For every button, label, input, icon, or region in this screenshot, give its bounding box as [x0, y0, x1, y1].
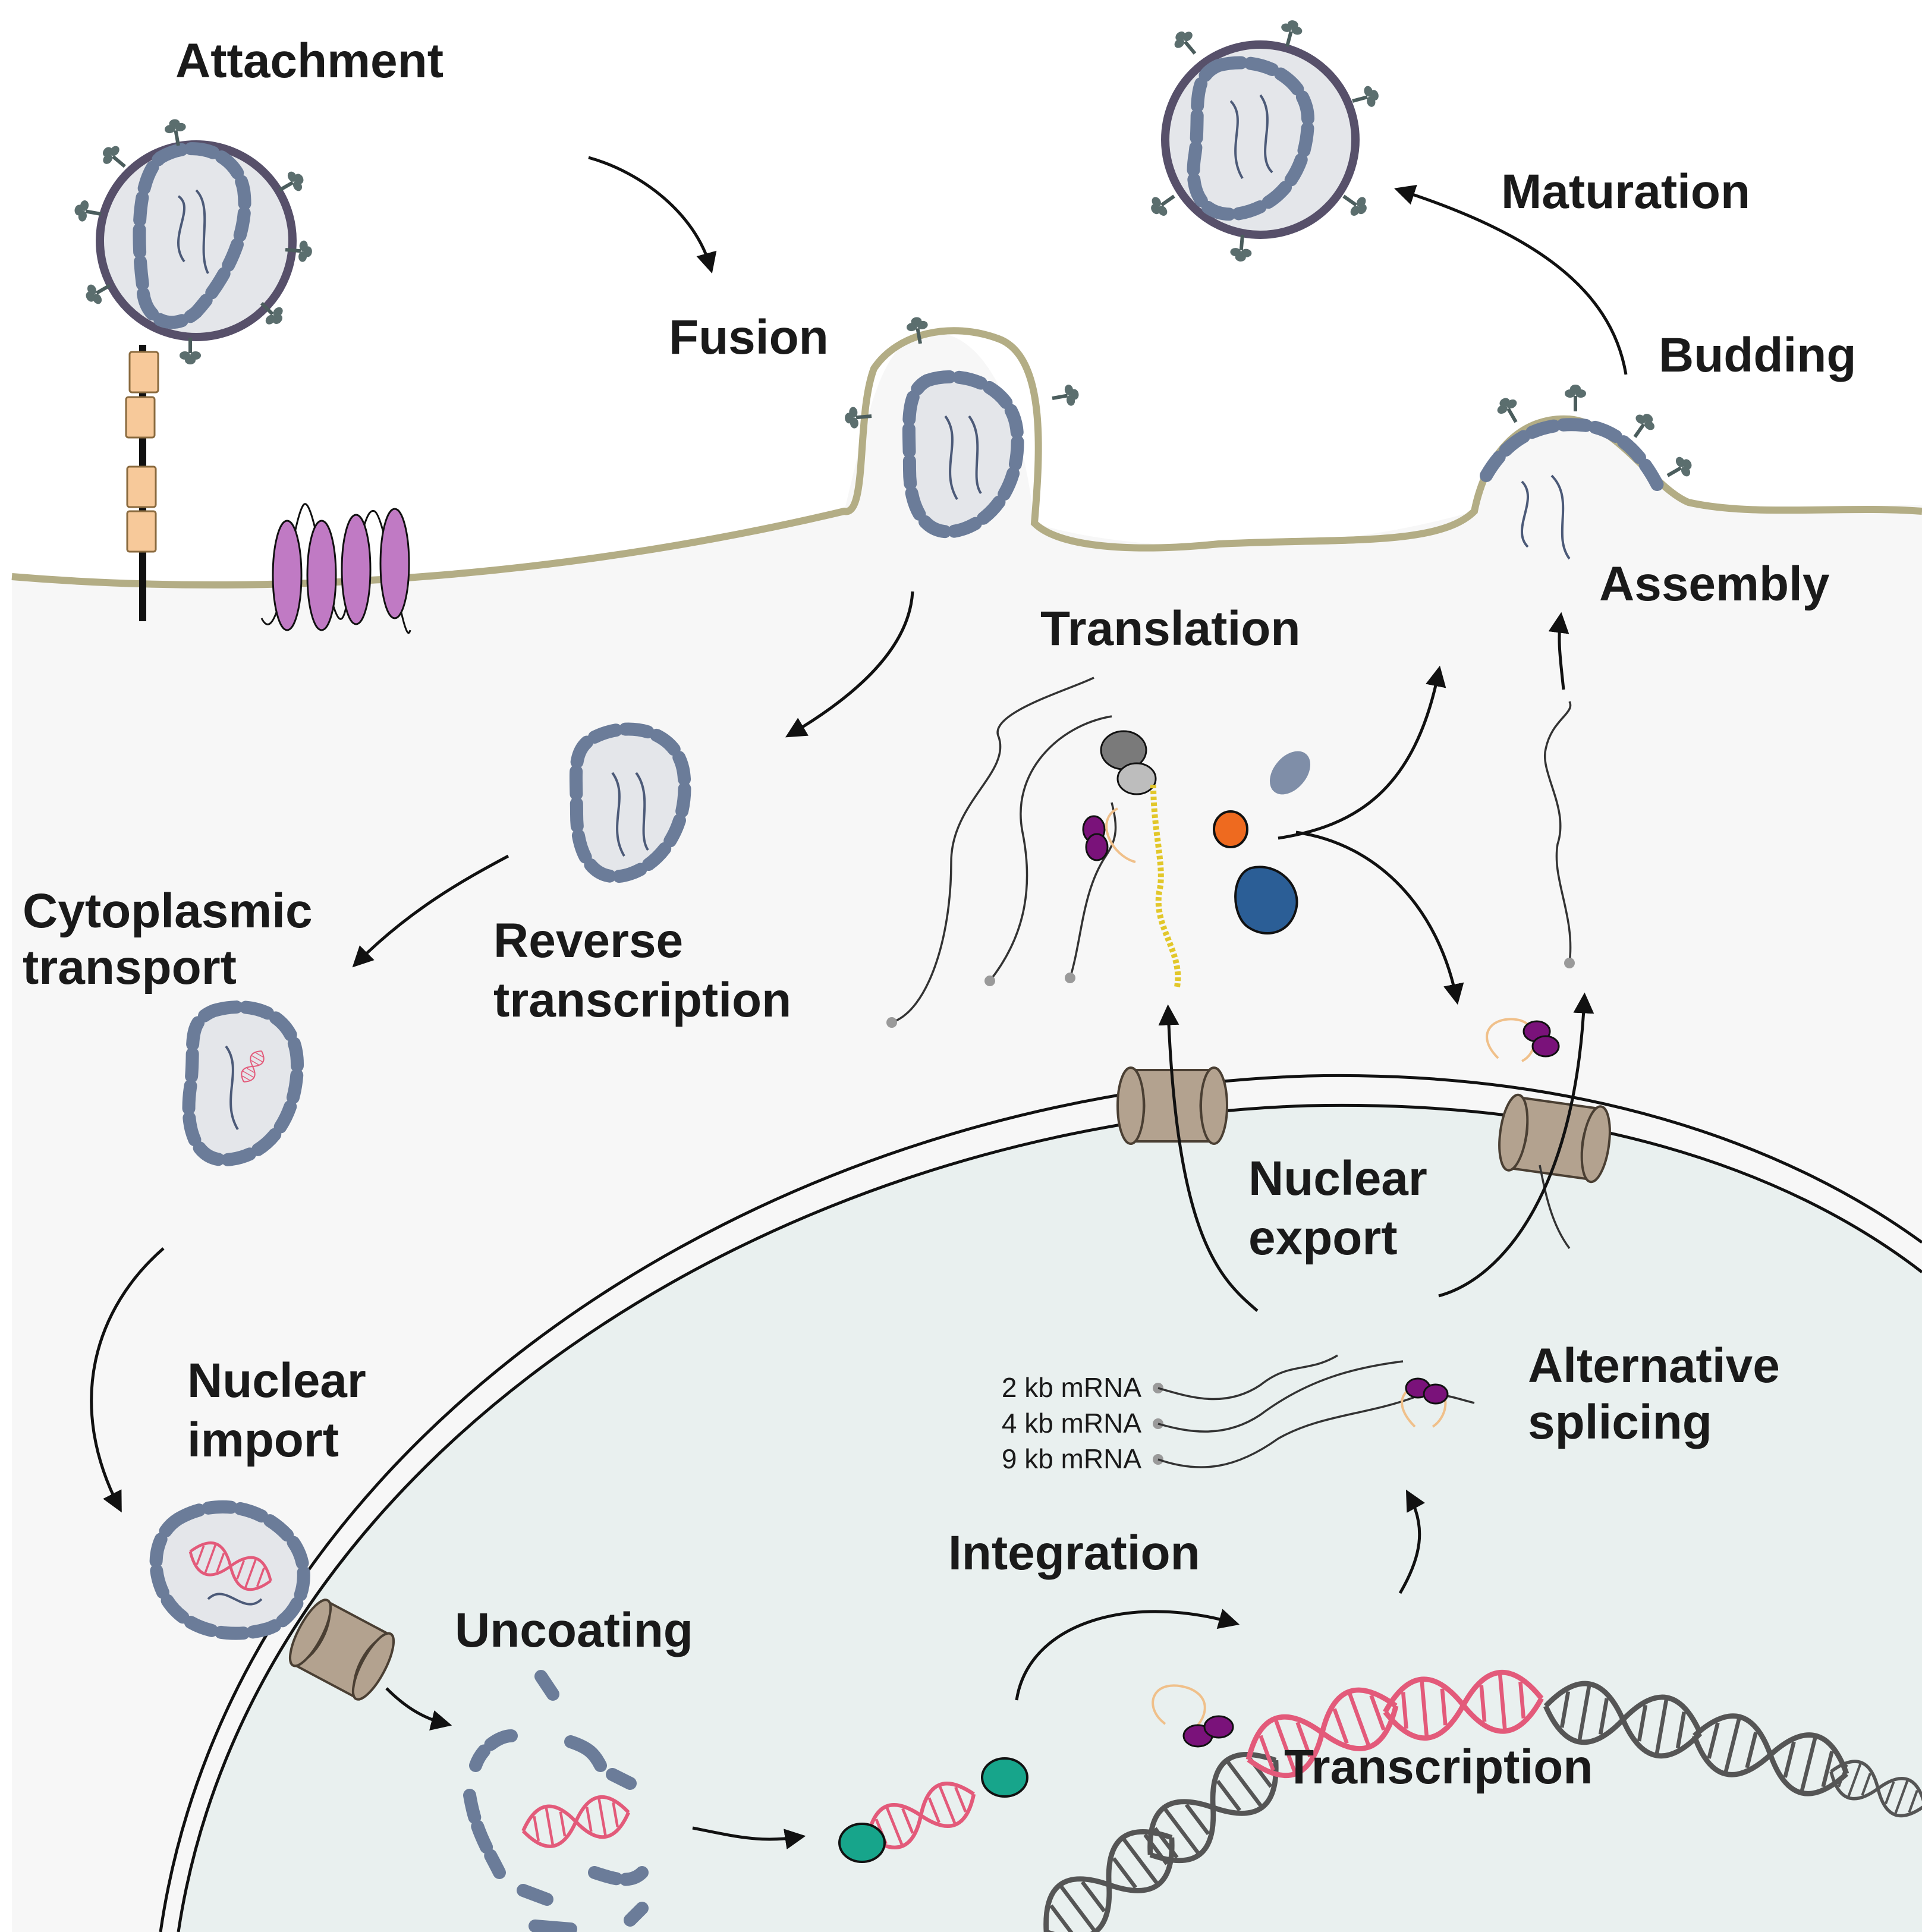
label-nuclear-export-line2: export: [1248, 1211, 1398, 1265]
label-mrna-4kb: 4 kb mRNA: [1002, 1408, 1141, 1439]
exported-genomic-rna-icon: [1486, 701, 1575, 1250]
nuclear-envelope-inner: [177, 1103, 1922, 1932]
label-cytoplasmic-transport-line2: transport: [23, 940, 237, 995]
label-transcription: Transcription: [1284, 1740, 1593, 1794]
cytoplasmic-transport-capsid-icon: [182, 1000, 304, 1167]
label-attachment: Attachment: [175, 34, 443, 88]
ccr5-coreceptor-icon: [260, 503, 411, 634]
uncoating-capsid-fragments-icon: [463, 1670, 649, 1932]
budding-virion-icon: [1480, 385, 1696, 560]
translation-complex-icon: [886, 676, 1311, 1028]
label-reverse-transcription-line2: transcription: [493, 973, 791, 1027]
nuclear-pore-export-left-icon: [1116, 1066, 1228, 1145]
label-reverse-transcription-line1: Reverse: [493, 914, 683, 968]
cd4-receptor-icon: [125, 345, 159, 621]
fusion-capsid-icon: [844, 316, 1081, 539]
mature-virion-icon: [1146, 18, 1381, 263]
label-fusion: Fusion: [669, 310, 829, 364]
label-translation: Translation: [1040, 602, 1300, 656]
process-arrows: [90, 156, 1628, 1850]
label-mrna-2kb: 2 kb mRNA: [1002, 1372, 1141, 1403]
nuclear-pore-export-right-icon: [1498, 1093, 1611, 1184]
attachment-virion-icon: [73, 118, 313, 364]
reverse-transcription-capsid-icon: [569, 722, 691, 883]
label-alternative-splicing-line2: splicing: [1528, 1395, 1712, 1449]
label-cytoplasmic-transport-line1: Cytoplasmic: [23, 884, 313, 938]
label-alternative-splicing-line1: Alternative: [1528, 1339, 1780, 1393]
label-nuclear-import-line2: import: [187, 1413, 339, 1467]
label-mrna-9kb: 9 kb mRNA: [1002, 1443, 1141, 1474]
label-nuclear-import-line1: Nuclear: [187, 1354, 366, 1408]
nuclear-import-capsid-icon: [149, 1500, 310, 1640]
label-nuclear-export-line1: Nuclear: [1248, 1151, 1427, 1206]
label-uncoating: Uncoating: [455, 1603, 693, 1657]
spliced-mrnas-icon: [1153, 1354, 1475, 1468]
label-integration: Integration: [948, 1526, 1200, 1580]
label-maturation: Maturation: [1501, 165, 1750, 219]
label-assembly: Assembly: [1599, 557, 1830, 611]
label-budding: Budding: [1659, 328, 1856, 382]
nuclear-pore-import-icon: [288, 1598, 395, 1701]
preintegration-complex-icon: [838, 1757, 1028, 1863]
rna-polymerase-transcription-icon: [1152, 1684, 1234, 1748]
